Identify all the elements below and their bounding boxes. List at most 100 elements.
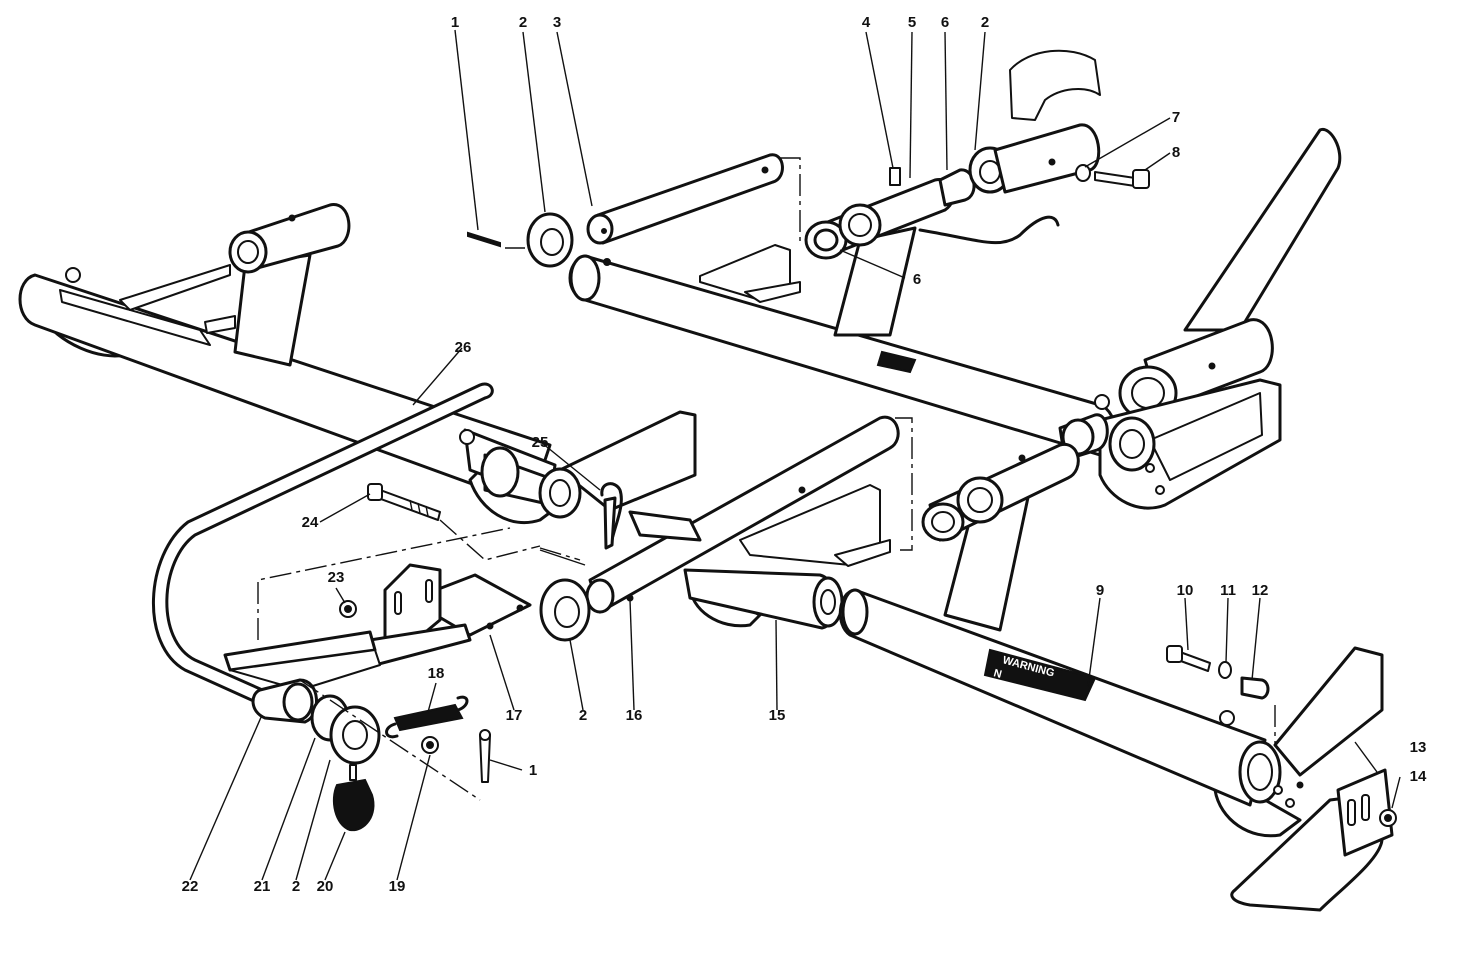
spring-18-hook-left	[385, 722, 399, 739]
warning-decal-line3: R	[989, 679, 1000, 693]
dash-center	[895, 417, 913, 551]
warning-decal-9	[983, 648, 1097, 702]
lower-right-assembly: WARNING N R	[838, 443, 1397, 912]
right-plate-hole-2	[1155, 485, 1165, 495]
callout-15: 15	[769, 707, 786, 724]
angle-bracket-lower	[229, 649, 381, 691]
top-washer-left-hole	[540, 228, 564, 256]
leader-lines	[189, 29, 1401, 881]
right-lower-plate-hole-1	[1273, 785, 1283, 795]
handle-rod	[152, 382, 494, 714]
nut-14-hole	[1384, 814, 1392, 822]
spring-18	[393, 703, 464, 732]
main-lower-tube	[838, 588, 1267, 807]
foot-slot-2	[1361, 794, 1370, 821]
mid-bracket-tab	[834, 539, 891, 567]
callout-2-top-left: 2	[519, 14, 527, 31]
callout-23: 23	[328, 569, 345, 586]
center-post-top	[833, 226, 917, 337]
top-pivot-collar-inner	[848, 213, 872, 237]
bolt-24-head	[367, 483, 383, 501]
dash-lower-left	[257, 527, 511, 640]
lower-left-brackets	[223, 563, 532, 832]
right-side-plate-lower	[1273, 646, 1384, 777]
callout-6-top: 6	[941, 14, 949, 31]
left-side-rail	[119, 264, 231, 311]
cotter-pin-top	[467, 231, 501, 248]
pivot-pin-3-end	[586, 213, 614, 245]
callout-26: 26	[455, 339, 472, 356]
callout-11: 11	[1220, 582, 1236, 599]
bolt-8	[1094, 171, 1136, 187]
callout-10: 10	[1177, 582, 1194, 599]
callout-9: 9	[1096, 582, 1104, 599]
coupling-pin-flange	[480, 446, 520, 498]
dash-top-right	[780, 157, 801, 245]
callout-13: 13	[1410, 739, 1427, 756]
callout-25: 25	[532, 434, 549, 451]
bracket-slot-left	[394, 591, 402, 615]
linch-pin-25-body	[603, 496, 617, 550]
right-upper-tube-hole	[1208, 362, 1216, 370]
foot-slot-1	[1347, 799, 1356, 826]
washer-7	[1075, 164, 1091, 182]
callout-19: 19	[389, 878, 406, 895]
handle-tube-right	[1183, 127, 1342, 332]
warning-decal-line2: N	[992, 667, 1003, 681]
callout-5: 5	[908, 14, 916, 31]
callout-6-mid: 6	[913, 271, 921, 288]
callout-18: 18	[428, 665, 445, 682]
right-upper-washer-hole	[1131, 377, 1165, 409]
rear-bracket-tab	[744, 281, 801, 303]
handle-tube-upper	[1009, 49, 1101, 121]
callout-labels: 1 2 3 4 5 6 2 7 8 6 26 25 24 23 9 10 11 …	[182, 14, 1427, 895]
left-long-tube-panel	[59, 289, 211, 346]
right-lower-plate-hole-3	[1296, 781, 1304, 789]
callout-24: 24	[302, 514, 319, 531]
callout-1-top: 1	[451, 14, 459, 31]
right-upper-bearing-inner	[1119, 429, 1145, 459]
assembly-lines	[257, 157, 1276, 801]
linch-pin-25	[600, 482, 623, 542]
plate-hole-2	[516, 604, 524, 612]
callout-2-top-right: 2	[981, 14, 989, 31]
dash-pin-mid	[539, 547, 581, 561]
right-plate-hole-1	[1145, 463, 1155, 473]
nut-19-hole	[426, 741, 434, 749]
top-pivot-end-inner	[813, 228, 839, 252]
callout-20: 20	[317, 878, 334, 895]
callout-17: 17	[506, 707, 523, 724]
mid-left-nut	[459, 429, 475, 445]
callout-3: 3	[553, 14, 561, 31]
pivot-collar-22-end	[282, 682, 314, 722]
nut-23-hole	[344, 605, 352, 613]
callout-7: 7	[1172, 109, 1180, 126]
washer-2-bottom-hole	[342, 720, 368, 750]
left-frame-assembly	[18, 203, 697, 550]
shaft-16-hole-1	[626, 594, 634, 602]
washer-25-hole	[549, 479, 571, 507]
set-screw-4	[889, 167, 901, 186]
bolt-24	[377, 489, 441, 521]
lower-pivot-end-inner	[931, 511, 955, 533]
spacer-12	[1240, 676, 1270, 700]
top-bushing-right	[938, 168, 976, 207]
left-top-tube-hole	[288, 214, 296, 222]
shaft-16-end	[585, 578, 615, 614]
main-lower-tube-nut	[1219, 710, 1235, 726]
callout-21: 21	[254, 878, 271, 895]
plate-hole-1	[486, 622, 494, 630]
pivot-pin-3-hole	[601, 228, 607, 234]
left-tube-nut	[65, 267, 81, 283]
top-upper-tube-hole	[1048, 158, 1056, 166]
coupler-link	[628, 510, 702, 542]
bumper-20-stud	[349, 764, 357, 781]
bracket-slot-right	[425, 579, 433, 603]
shaft-16	[588, 415, 900, 614]
main-lower-tube-right-hole	[1247, 753, 1273, 791]
lower-pivot-collar-inner	[967, 487, 993, 513]
callout-4: 4	[862, 14, 871, 31]
dash-bottom-pin	[299, 679, 481, 801]
callout-12: 12	[1252, 582, 1269, 599]
